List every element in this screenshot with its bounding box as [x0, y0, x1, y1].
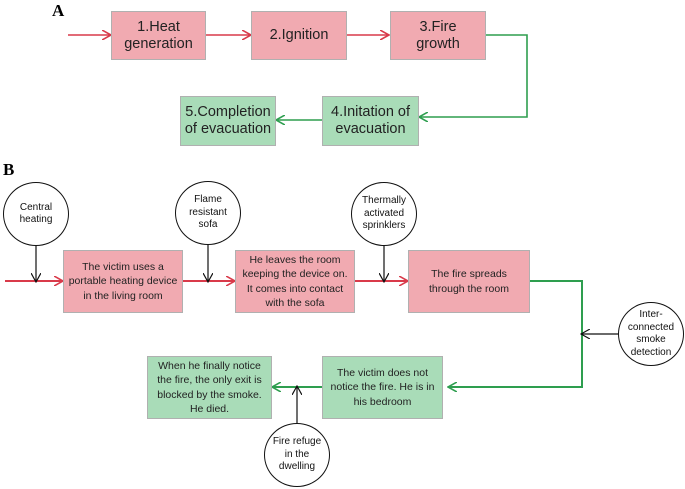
- a-arrow-3-4: [420, 34, 528, 117]
- step-completion-evacuation: 5.Completion of evacuation: [180, 96, 276, 146]
- event-heating-device: The victim uses a portable heating devic…: [63, 250, 183, 313]
- barrier-thermally-activated-sprinklers: Thermally activated sprinklers: [351, 182, 417, 246]
- barrier-flame-resistant-sofa: Flame resistant sofa: [175, 181, 241, 245]
- step-heat-generation: 1.Heat generation: [111, 11, 206, 60]
- step-ignition: 2.Ignition: [251, 11, 347, 60]
- step-fire-growth: 3.Fire growth: [390, 11, 486, 60]
- barrier-interconnected-smoke-detection: Inter- connected smoke detection: [618, 302, 684, 366]
- panel-a-label: A: [52, 1, 65, 20]
- step-initiation-evacuation: 4.Initation of evacuation: [322, 96, 419, 146]
- panel-b-label: B: [3, 160, 15, 179]
- event-fire-spreads: The fire spreads through the room: [408, 250, 530, 313]
- event-exit-blocked: When he finally notice the fire, the onl…: [147, 356, 272, 419]
- barrier-central-heating: Central heating: [3, 182, 69, 246]
- event-victim-unaware: The victim does not notice the fire. He …: [322, 356, 443, 419]
- event-device-sofa-contact: He leaves the room keeping the device on…: [235, 250, 355, 313]
- barrier-fire-refuge: Fire refuge in the dwelling: [264, 423, 330, 487]
